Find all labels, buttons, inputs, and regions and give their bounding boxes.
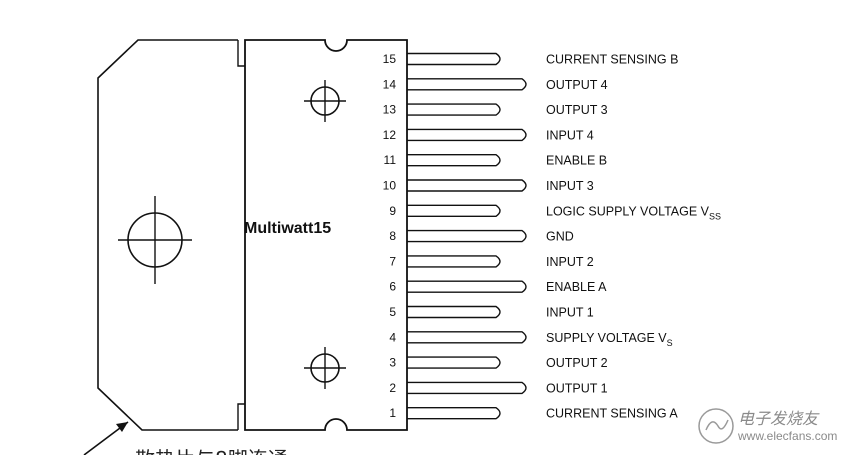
pin-8: 8 GND	[389, 229, 573, 244]
pin-label: OUTPUT 3	[546, 103, 608, 117]
pin-3: 3 OUTPUT 2	[389, 356, 607, 371]
pin-lead	[407, 356, 501, 369]
mounting-hole-icon	[304, 347, 346, 389]
mounting-hole-icon	[304, 80, 346, 122]
pin-number: 10	[383, 179, 397, 193]
pin-number: 12	[383, 128, 397, 142]
pin-lead	[407, 128, 527, 142]
pin-9: 9 LOGIC SUPPLY VOLTAGE VSS	[389, 204, 721, 222]
pin-10: 10 INPUT 3	[383, 179, 594, 194]
pin-label: CURRENT SENSING A	[546, 407, 678, 421]
pin-11: 11 ENABLE B	[384, 153, 608, 168]
pin-label: INPUT 4	[546, 128, 594, 142]
pin-lead	[407, 103, 501, 116]
pin-lead	[407, 78, 527, 91]
tab-step-top	[237, 40, 245, 67]
pin-2: 2 OUTPUT 1	[389, 381, 607, 396]
pin-lead	[407, 52, 501, 66]
pin-lead	[407, 331, 527, 344]
pin-number: 7	[389, 254, 396, 268]
pin-15: 15 CURRENT SENSING B	[383, 52, 679, 67]
pin-number: 5	[389, 305, 396, 319]
pin-number: 8	[389, 229, 396, 243]
package-body	[244, 39, 408, 431]
annotation-arrow-icon	[83, 421, 129, 455]
pin-number: 11	[384, 153, 397, 167]
tab-step-bottom	[237, 403, 245, 430]
pin-number: 13	[383, 103, 397, 117]
pin-lead	[407, 154, 501, 167]
pin-lead	[407, 280, 527, 293]
pin-lead	[407, 407, 501, 420]
pin-13: 13 OUTPUT 3	[383, 103, 608, 118]
watermark-logo-icon	[698, 408, 734, 444]
pin-label: OUTPUT 4	[546, 78, 608, 92]
pin-lead	[407, 179, 527, 192]
watermark: 电子发烧友 www.elecfans.com	[698, 408, 837, 444]
pin-5: 5 INPUT 1	[389, 305, 593, 320]
pin-12: 12 INPUT 4	[383, 128, 594, 143]
pin-7: 7 INPUT 2	[389, 254, 593, 269]
pin-lead	[407, 381, 527, 395]
pin-number: 3	[389, 356, 396, 370]
pin-label: SUPPLY VOLTAGE VS	[546, 331, 673, 348]
pin-number: 6	[389, 280, 396, 294]
pin-label: GND	[546, 230, 574, 244]
pin-number: 14	[383, 77, 397, 91]
mounting-hole-icon	[118, 196, 192, 284]
pin-lead	[407, 229, 527, 243]
heatsink-tab	[97, 39, 238, 431]
pin-4: 4 SUPPLY VOLTAGE VS	[389, 330, 672, 348]
pin-lead	[407, 204, 501, 217]
pin-label: ENABLE A	[546, 280, 607, 294]
watermark-name: 电子发烧友	[738, 409, 820, 428]
pin-label: OUTPUT 2	[546, 356, 608, 370]
pin-label: OUTPUT 1	[546, 381, 608, 395]
pin-label: INPUT 2	[546, 255, 594, 269]
pin-number: 4	[389, 330, 396, 344]
pin-14: 14 OUTPUT 4	[383, 77, 608, 92]
pin-lead	[407, 305, 501, 319]
pin-number: 9	[389, 204, 396, 218]
pin-lead	[407, 255, 501, 268]
pin-label: INPUT 3	[546, 179, 594, 193]
pin-1: 1 CURRENT SENSING A	[389, 406, 678, 421]
pin-label: ENABLE B	[546, 154, 607, 168]
annotation-text: 散热片与8脚连通	[135, 447, 288, 455]
package-name: Multiwatt15	[244, 220, 331, 237]
pin-label: LOGIC SUPPLY VOLTAGE VSS	[546, 204, 721, 221]
pin-label: CURRENT SENSING B	[546, 53, 678, 67]
pin-label: INPUT 1	[546, 306, 594, 320]
watermark-url: www.elecfans.com	[737, 429, 837, 443]
pin-number: 15	[383, 52, 397, 66]
pin-number: 2	[389, 381, 396, 395]
pin-6: 6 ENABLE A	[389, 280, 607, 295]
pin-number: 1	[389, 406, 396, 420]
